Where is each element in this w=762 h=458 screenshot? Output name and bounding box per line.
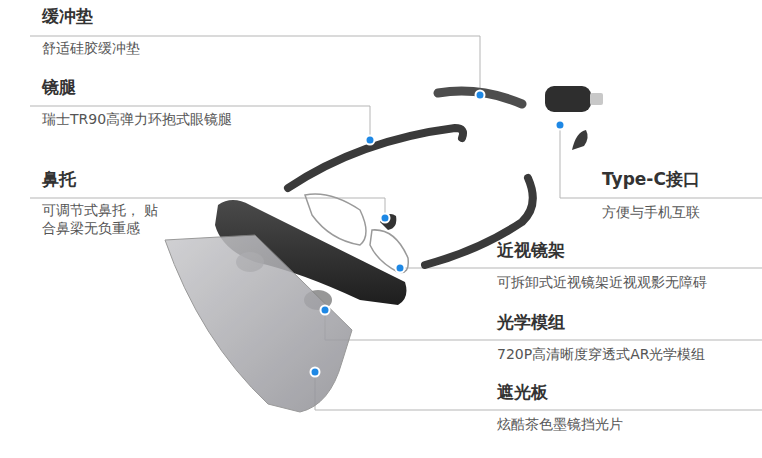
leader-lines bbox=[30, 36, 762, 410]
part-name: 鼻托 bbox=[42, 169, 76, 190]
part-description: 方便与手机互联 bbox=[602, 204, 700, 222]
part-name: 近视镜架 bbox=[497, 240, 565, 261]
temple-left bbox=[288, 128, 463, 188]
nose-pad-part bbox=[572, 130, 588, 150]
part-name: 光学模组 bbox=[497, 312, 565, 333]
part-name: Type-C接口 bbox=[602, 169, 700, 190]
visor bbox=[165, 235, 352, 412]
part-name: 遮光板 bbox=[497, 382, 548, 403]
part-description: 舒适硅胶缓冲垫 bbox=[42, 40, 140, 58]
part-name: 缓冲垫 bbox=[42, 6, 93, 27]
callout-dots bbox=[311, 91, 565, 377]
part-description: 可拆卸式近视镜架近视观影无障碍 bbox=[497, 274, 707, 292]
cushion bbox=[438, 91, 522, 104]
part-description: 可调节式鼻托， 贴合鼻梁无负重感 bbox=[42, 202, 172, 237]
part-description: 炫酷茶色墨镜挡光片 bbox=[497, 416, 623, 434]
typec-adapter bbox=[545, 86, 591, 112]
typec-plug bbox=[590, 93, 603, 105]
part-description: 720P高清晰度穿透式AR光学模组 bbox=[497, 346, 705, 364]
part-name: 镜腿 bbox=[42, 77, 76, 98]
nose-pad bbox=[380, 214, 396, 230]
part-description: 瑞士TR90高弹力环抱式眼镜腿 bbox=[42, 111, 232, 129]
